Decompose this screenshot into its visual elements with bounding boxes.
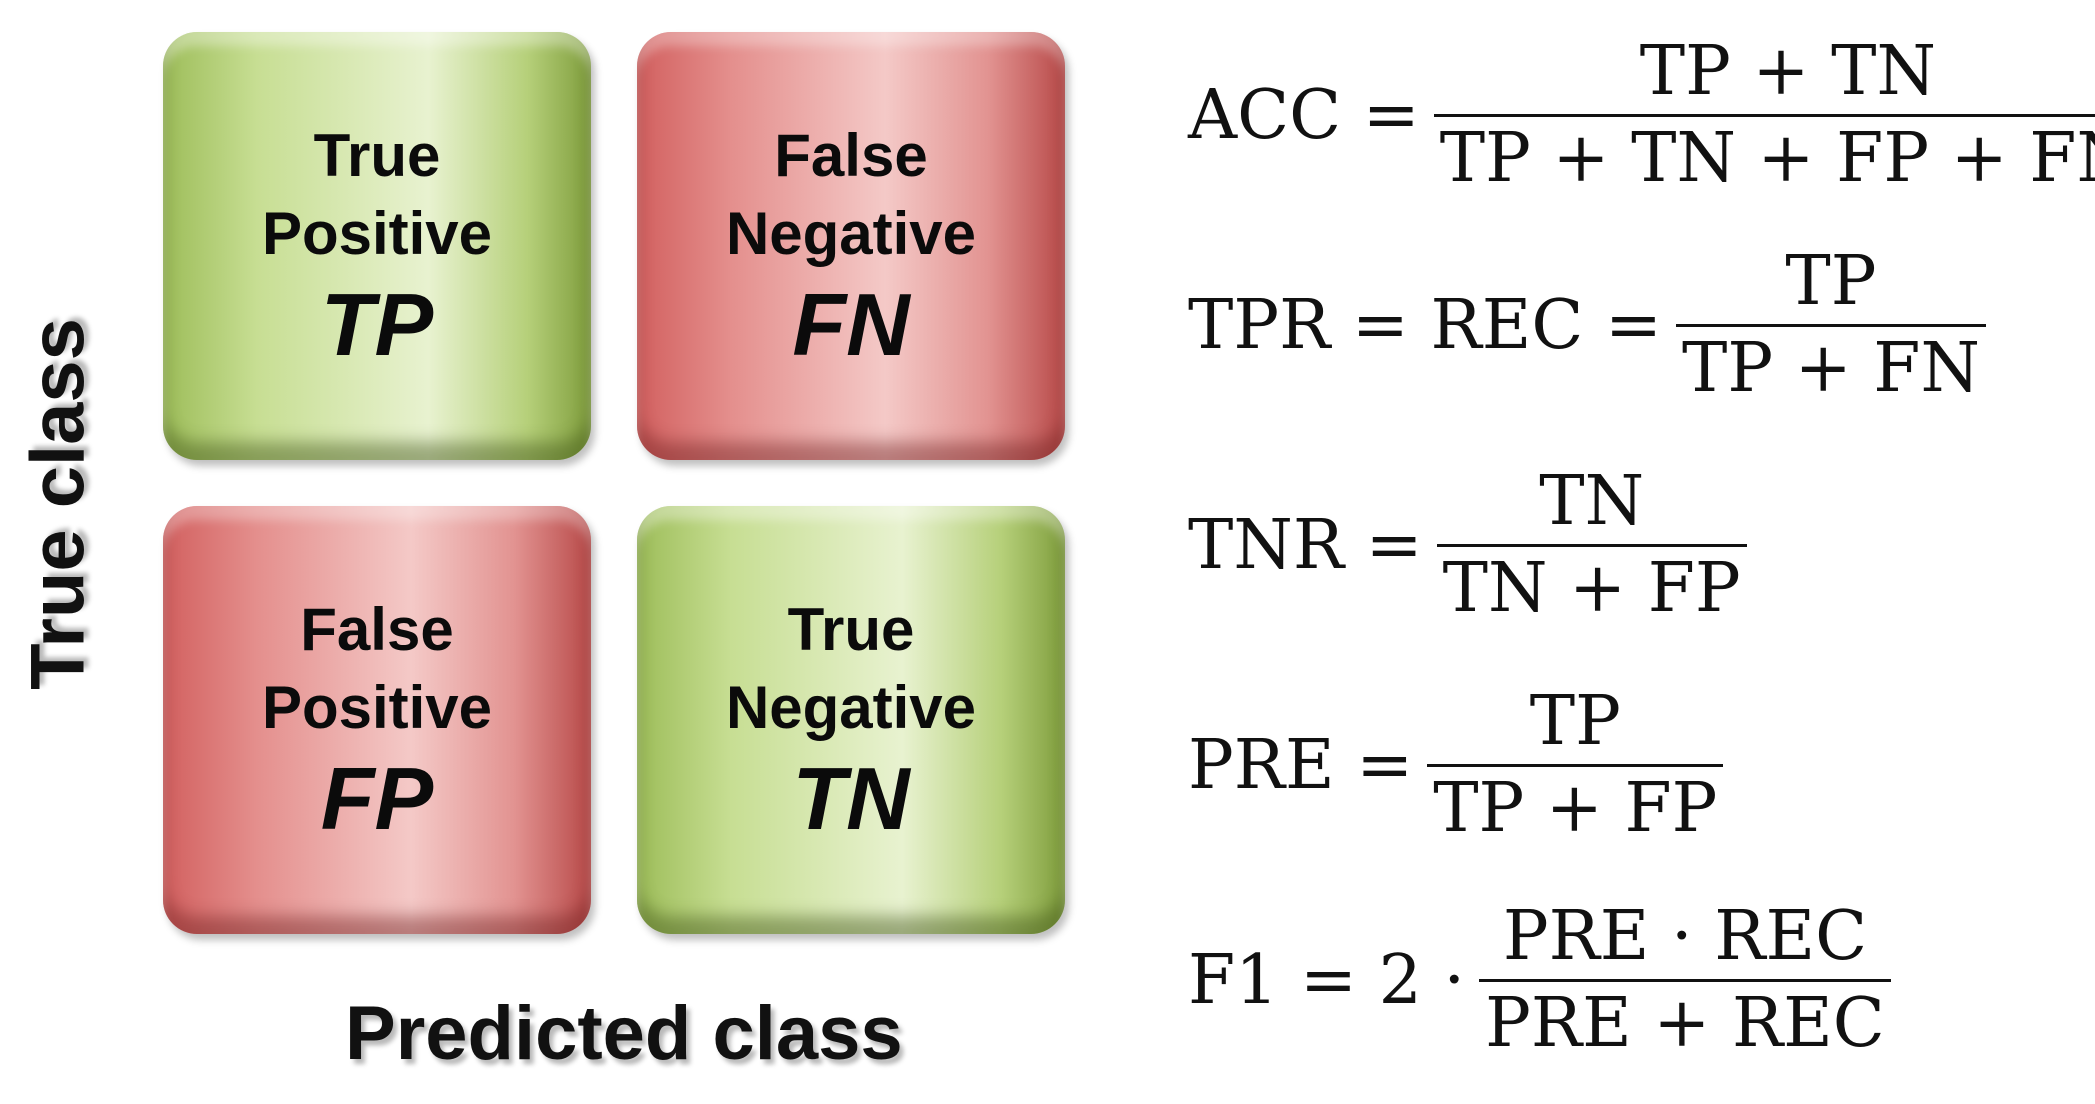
cell-fn-line1: False [774,122,928,189]
cell-true-positive: True Positive TP [163,32,591,460]
cell-tn-abbr: TN [792,749,910,848]
formula-f1-numerator: PRE · REC [1502,897,1868,976]
formula-tpr-lhs: TPR = REC = [1188,286,1662,365]
fraction-bar [1433,114,2095,117]
formula-pre-fraction: TP TP + FP [1427,680,1724,851]
cell-fp-abbr: FP [320,749,434,848]
cell-fp-line1: False [300,596,454,663]
confusion-matrix: True class True Positive TP False Negati… [15,32,1065,1076]
formula-recall: TPR = REC = TP TP + FN [1188,240,1986,411]
formula-f1-fraction: PRE · REC PRE + REC [1479,895,1891,1066]
fraction-bar [1427,764,1724,767]
formula-precision: PRE = TP TP + FP [1188,680,1724,851]
cell-tn-line2: Negative [725,674,977,741]
formula-acc-numerator: TP + TN [1639,32,1936,111]
formula-tnr-numerator: TN [1539,462,1645,541]
cell-tp-line1: True [313,122,441,189]
formula-tnr-lhs: TNR = [1188,506,1423,585]
formula-tpr-fraction: TP TP + FN [1675,240,1986,411]
formula-tnr-denominator: TN + FP [1442,549,1741,628]
formula-f1-lhs: F1 = 2 · [1188,941,1466,1020]
cell-tp-abbr: TP [320,275,434,374]
formula-pre-lhs: PRE = [1188,726,1414,805]
cell-true-negative: True Negative TN [637,506,1065,934]
formula-pre-denominator: TP + FP [1433,769,1718,848]
cell-tp-line2: Positive [261,200,493,267]
formula-acc-lhs: ACC = [1188,76,1420,155]
cell-tn-line1: True [787,596,915,663]
formula-tpr-numerator: TP [1785,242,1877,321]
x-axis-label: Predicted class [345,991,903,1076]
cell-fp-line2: Positive [261,674,493,741]
cell-false-positive: False Positive FP [163,506,591,934]
cell-fn-line2: Negative [725,200,977,267]
formula-acc-denominator: TP + TN + FP + FN [1439,119,2095,198]
fraction-bar [1675,324,1986,327]
formula-acc-fraction: TP + TN TP + TN + FP + FN [1433,30,2095,201]
formula-tnr-fraction: TN TN + FP [1436,460,1747,631]
formula-pre-numerator: TP [1529,682,1621,761]
fraction-bar [1436,544,1747,547]
cell-fn-abbr: FN [792,275,910,374]
fraction-bar [1479,979,1891,982]
formula-tpr-denominator: TP + FN [1681,329,1980,408]
formula-specificity: TNR = TN TN + FP [1188,460,1747,631]
formula-accuracy: ACC = TP + TN TP + TN + FP + FN [1188,30,2095,201]
cell-false-negative: False Negative FN [637,32,1065,460]
y-axis-label: True class [15,318,101,690]
formula-f1-denominator: PRE + REC [1485,984,1885,1063]
formula-f1-score: F1 = 2 · PRE · REC PRE + REC [1188,895,1891,1066]
